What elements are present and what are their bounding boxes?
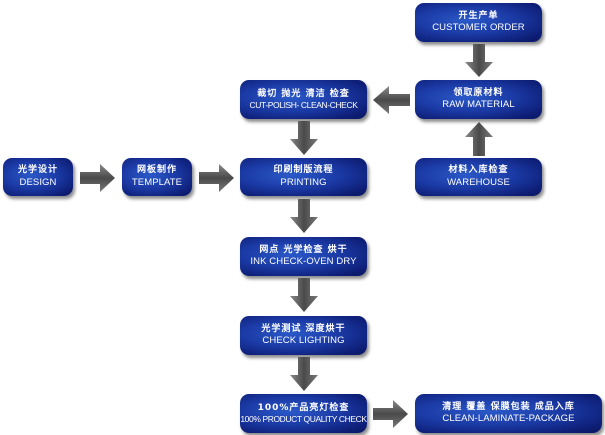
node-label-cn: 100%产品亮灯检查 xyxy=(257,402,350,413)
node-label-cn: 清理 覆盖 保膜包装 成品入库 xyxy=(442,401,575,412)
node-label-en: INK CHECK-OVEN DRY xyxy=(250,256,357,268)
node-printing: 印刷制版流程 PRINTING xyxy=(240,158,367,196)
node-label-en: PRINTING xyxy=(280,176,327,188)
node-label-cn: 裁切 抛光 清洁 检查 xyxy=(257,88,350,99)
arrow-down-icon xyxy=(290,278,318,312)
node-raw-material: 领取原材料 RAW MATERIAL xyxy=(415,80,542,119)
node-label-en: WAREHOUSE xyxy=(447,176,510,188)
node-ink-check: 网点 光学检查 烘干 INK CHECK-OVEN DRY xyxy=(240,237,367,276)
node-customer-order: 开生产单 CUSTOMER ORDER xyxy=(415,3,542,42)
node-label-en: CHECK LIGHTING xyxy=(262,335,345,347)
node-label-cn: 材料入库检查 xyxy=(448,165,509,176)
node-label-cn: 网板制作 xyxy=(136,165,177,176)
arrow-down-icon xyxy=(290,199,318,233)
arrow-left-icon xyxy=(373,86,410,114)
node-quality-check: 100%产品亮灯检查 100% PRODUCT QUALITY CHECK xyxy=(240,394,367,433)
node-label-cn: 印刷制版流程 xyxy=(273,165,334,176)
arrow-right-icon xyxy=(80,164,115,192)
arrow-right-icon xyxy=(199,164,234,192)
node-label-en: RAW MATERIAL xyxy=(442,99,515,111)
node-cut-polish: 裁切 抛光 清洁 检查 CUT-POLISH- CLEAN-CHECK xyxy=(240,80,367,119)
node-label-en: CUT-POLISH- CLEAN-CHECK xyxy=(249,99,358,110)
node-label-cn: 网点 光学检查 烘干 xyxy=(259,244,348,255)
node-label-cn: 领取原材料 xyxy=(453,87,504,98)
arrow-down-icon xyxy=(290,357,318,391)
node-label-en: TEMPLATE xyxy=(131,176,183,188)
node-label-en: 100% PRODUCT QUALITY CHECK xyxy=(240,413,367,424)
arrow-up-icon xyxy=(465,122,493,156)
arrow-right-icon xyxy=(373,400,408,428)
node-clean-laminate: 清理 覆盖 保膜包装 成品入库 CLEAN-LAMINATE-PACKAGE xyxy=(415,394,602,433)
node-warehouse: 材料入库检查 WAREHOUSE xyxy=(415,158,542,196)
node-label-en: CLEAN-LAMINATE-PACKAGE xyxy=(442,413,575,425)
node-label-en: DESIGN xyxy=(19,176,57,188)
arrow-down-icon xyxy=(290,121,318,155)
node-check-lighting: 光学测试 深度烘干 CHECK LIGHTING xyxy=(240,316,367,355)
node-template: 网板制作 TEMPLATE xyxy=(122,158,192,196)
node-label-cn: 光学测试 深度烘干 xyxy=(261,323,346,334)
arrow-down-icon xyxy=(465,44,493,77)
node-label-cn: 光学设计 xyxy=(17,165,58,176)
node-design: 光学设计 DESIGN xyxy=(3,158,73,196)
node-label-cn: 开生产单 xyxy=(458,10,499,21)
node-label-en: CUSTOMER ORDER xyxy=(432,22,525,34)
